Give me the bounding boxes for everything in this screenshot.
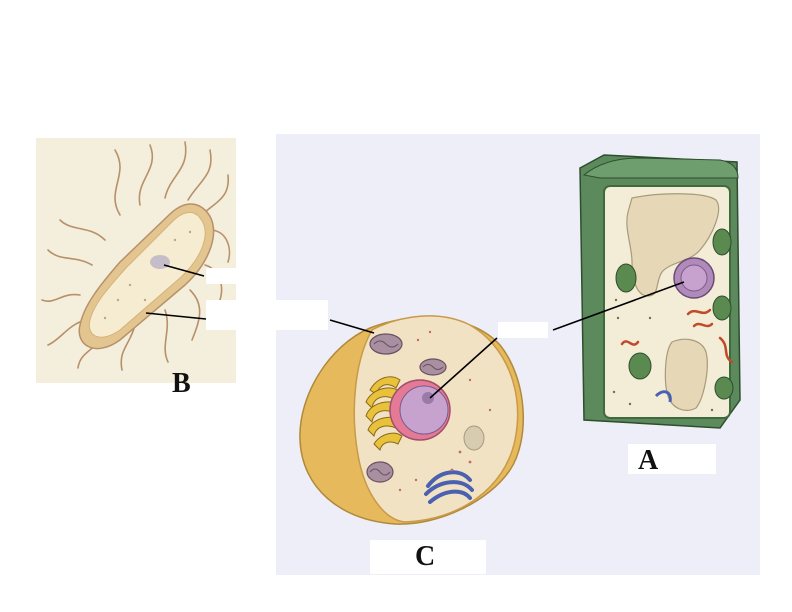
- cell-wall-top: [582, 157, 739, 179]
- leader-line: [429, 337, 498, 399]
- nucleus: [399, 385, 449, 435]
- leader-line: [145, 312, 207, 320]
- leader-line: [552, 281, 685, 331]
- golgi-apparatus: [424, 470, 474, 504]
- label-bacterium: B: [172, 368, 191, 399]
- animal-cell-illustration: [299, 315, 525, 525]
- golgi: [654, 390, 672, 403]
- vacuole-lower: [664, 338, 708, 411]
- bacterial-cytoplasm: [88, 212, 206, 338]
- bacterium-illustration: [41, 141, 231, 371]
- label-mask: [628, 444, 716, 474]
- label-animal-cell: C: [415, 541, 436, 572]
- label-mask: [370, 540, 486, 574]
- flagella: [41, 141, 231, 371]
- vacuole: [463, 425, 485, 451]
- label-plant-cell: A: [638, 445, 659, 476]
- chloroplasts: [615, 228, 734, 400]
- blank-label-box: [498, 322, 548, 338]
- nucleolus: [422, 392, 434, 404]
- blank-label-box: [206, 268, 254, 284]
- leader-line: [163, 264, 205, 277]
- central-vacuole: [626, 193, 720, 297]
- blank-label-box: [206, 300, 328, 330]
- plant-cell-illustration: [579, 154, 741, 429]
- leader-line: [329, 319, 375, 334]
- nucleoid: [150, 255, 170, 269]
